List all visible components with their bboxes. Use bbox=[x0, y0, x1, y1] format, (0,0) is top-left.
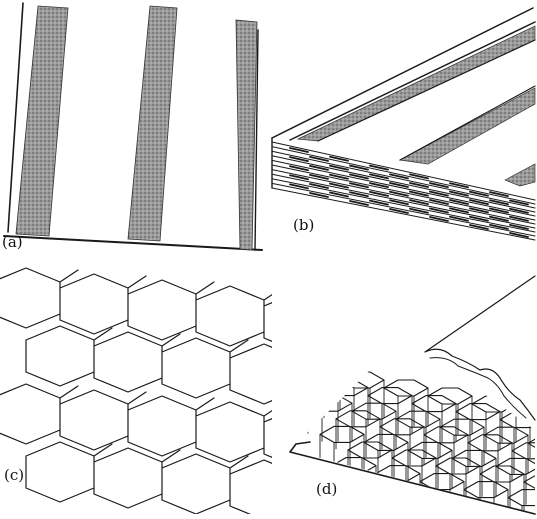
panel-c: (c) bbox=[0, 267, 272, 514]
panel-d: (d) bbox=[289, 275, 536, 515]
adhesive-strip-3 bbox=[235, 19, 258, 251]
sheet-edge-line bbox=[271, 164, 536, 221]
panel-label-c: (c) bbox=[4, 466, 24, 484]
adhesive-dash bbox=[309, 165, 529, 214]
adhesive-strip-1 bbox=[15, 5, 69, 237]
adhesive-dash bbox=[309, 183, 529, 230]
edge-adhesive-strip bbox=[504, 163, 536, 187]
sheet-outline bbox=[3, 2, 263, 251]
adhesive-dash bbox=[289, 183, 509, 230]
sheet-layers bbox=[271, 141, 536, 241]
adhesive-dash bbox=[289, 156, 509, 206]
face-sheet bbox=[424, 275, 536, 421]
base-plate bbox=[289, 441, 536, 515]
sheet-edge-line bbox=[271, 150, 536, 209]
sheet-edge-line bbox=[271, 178, 536, 233]
panel-label-d: (d) bbox=[316, 480, 337, 498]
adhesive-dash bbox=[289, 174, 509, 222]
adhesive-dash bbox=[289, 165, 509, 214]
sheet-edge-line bbox=[271, 182, 536, 237]
sheet-edge-line bbox=[271, 146, 536, 205]
honeycomb-cell-wall bbox=[0, 267, 272, 514]
adhesive-dash bbox=[289, 147, 509, 197]
adhesive-strip-2 bbox=[127, 5, 178, 242]
panel-label-b: (b) bbox=[293, 216, 314, 234]
panel-a: (a) bbox=[2, 2, 263, 251]
sheet-edge-line bbox=[271, 155, 536, 213]
adhesive-dash bbox=[309, 174, 529, 222]
inner-adhesive-strip bbox=[398, 87, 536, 165]
expanded-honeycomb bbox=[0, 267, 272, 514]
adhesive-dash bbox=[309, 156, 529, 206]
stacked-sheets bbox=[271, 7, 536, 187]
panel-label-a: (a) bbox=[2, 233, 23, 251]
adhesive-dash bbox=[309, 192, 529, 238]
sheet-edge-line bbox=[271, 169, 536, 225]
panel-b: (b) bbox=[271, 7, 536, 241]
sheet-edge-line bbox=[271, 141, 536, 201]
sheet-edge-line bbox=[271, 159, 536, 217]
sheet-edge-line bbox=[271, 173, 536, 229]
sheet-edge-line bbox=[271, 187, 536, 241]
